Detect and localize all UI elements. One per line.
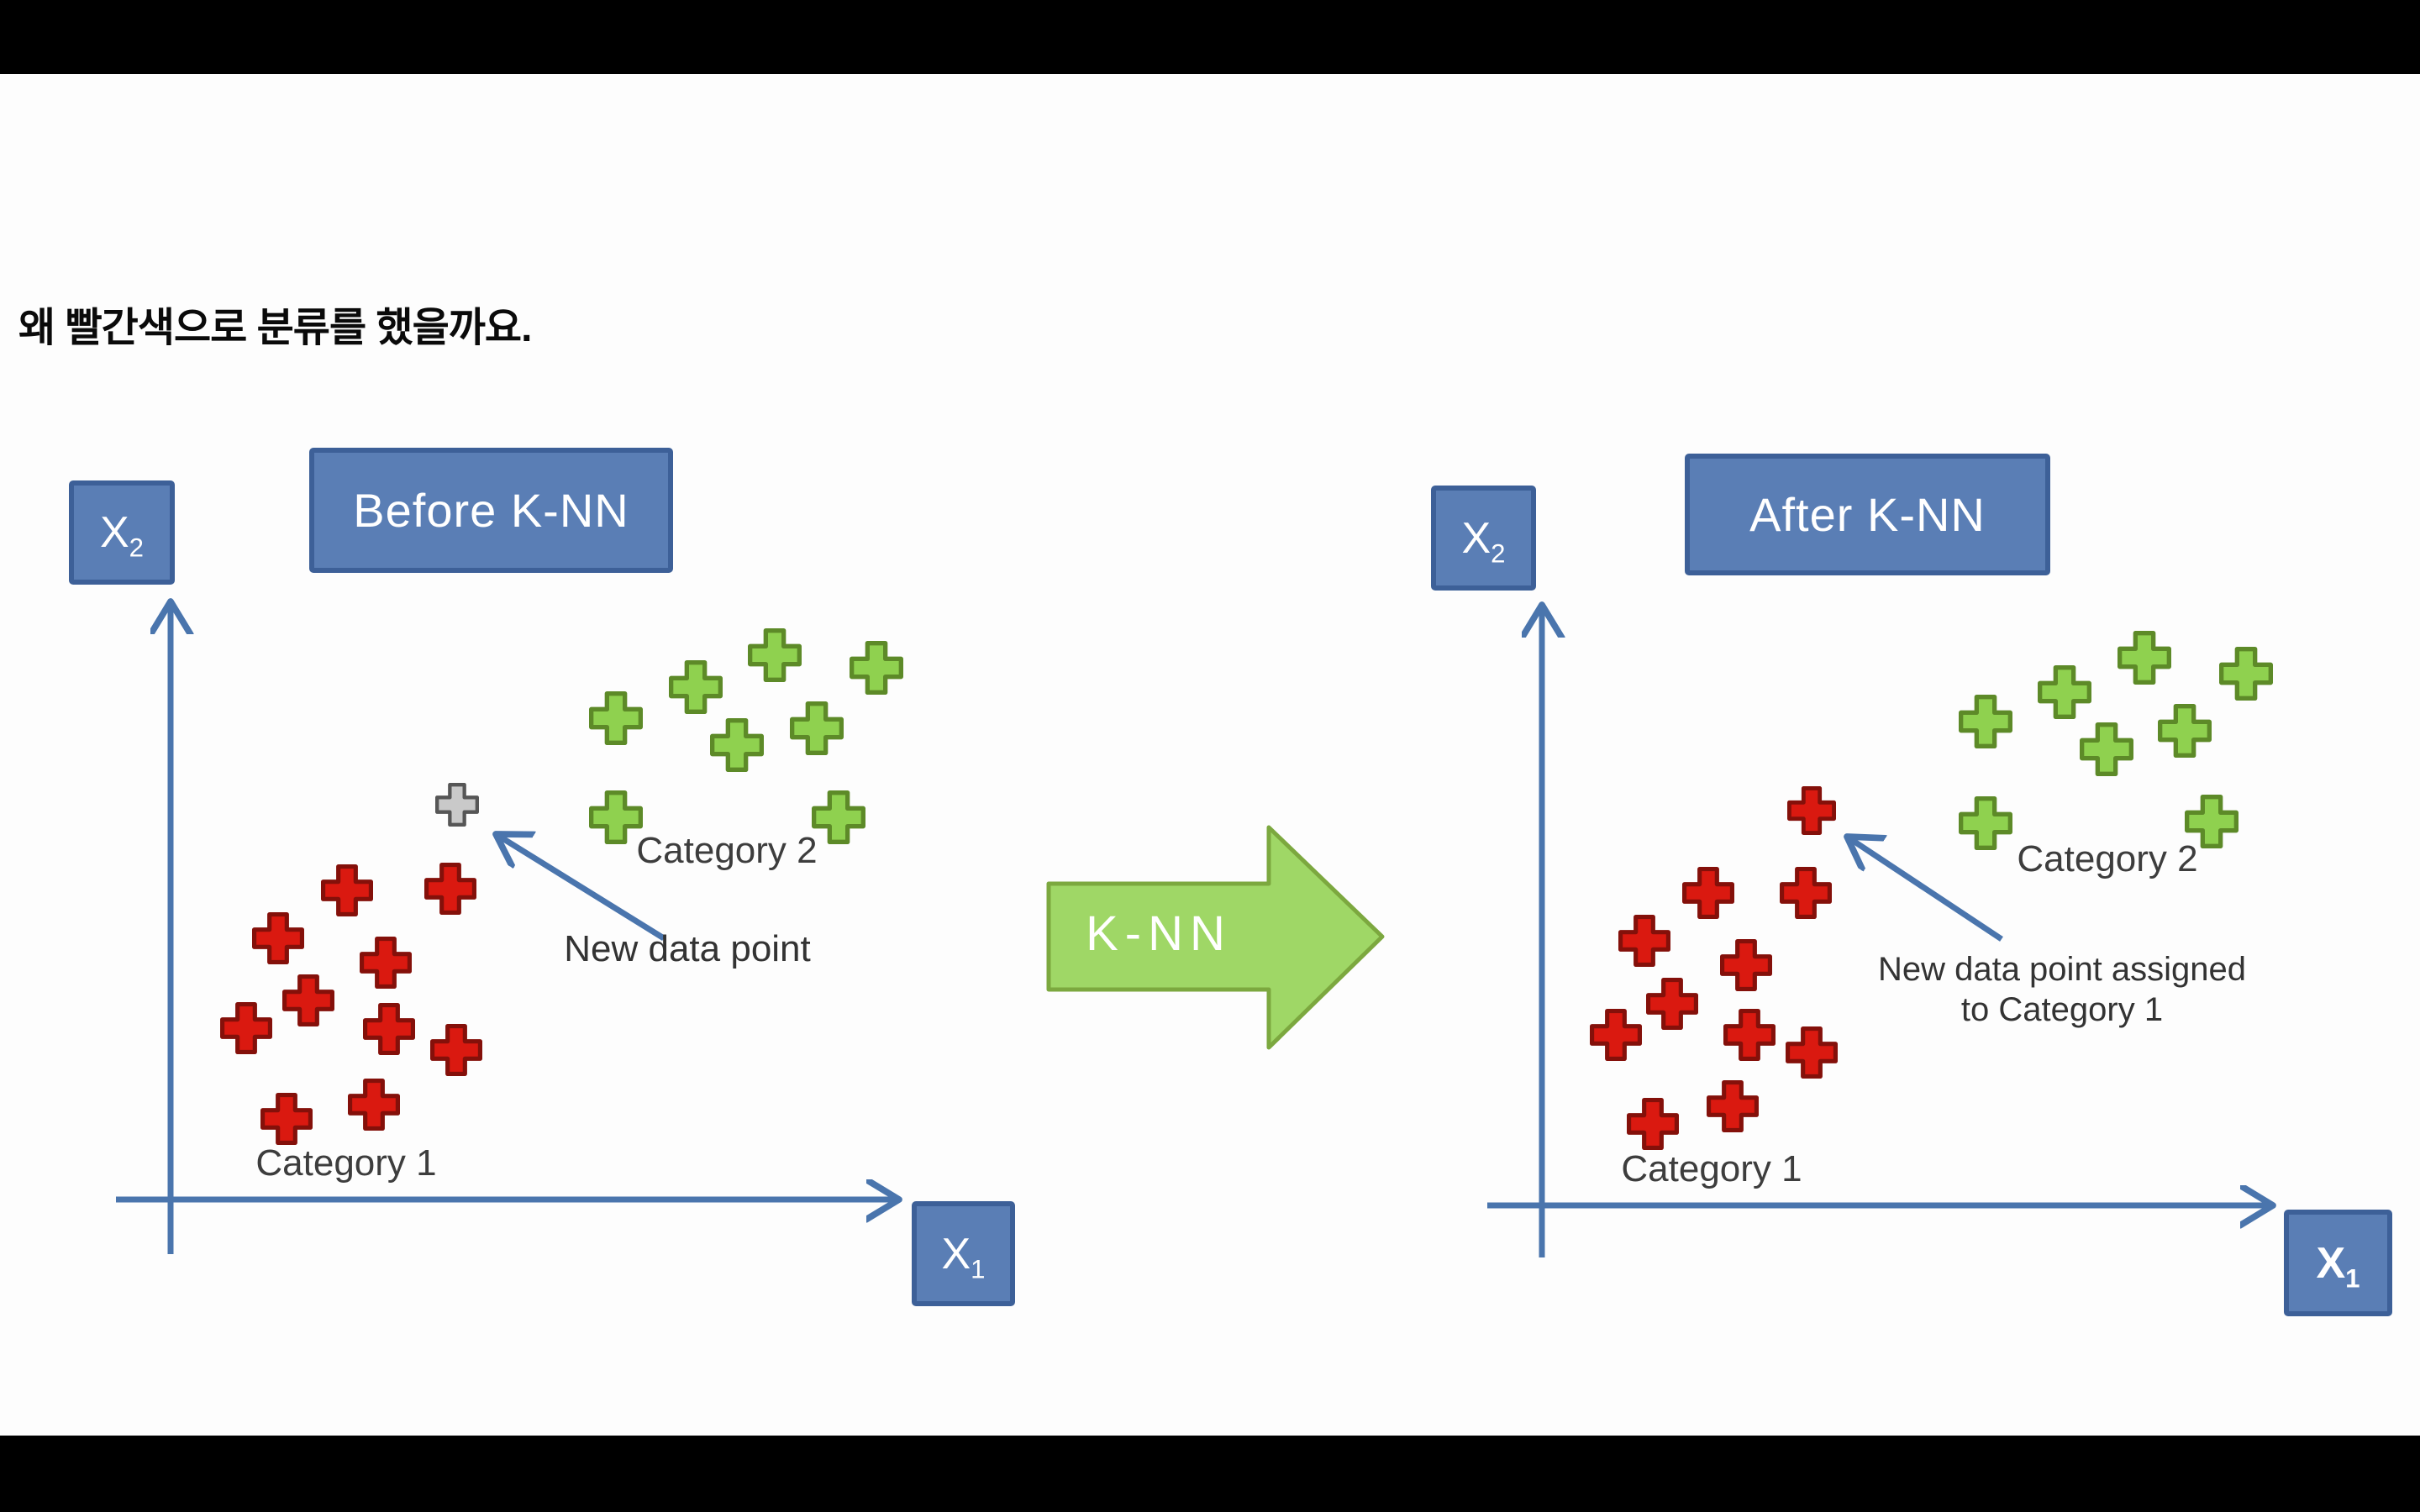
category2-point bbox=[812, 790, 865, 844]
category1-point bbox=[252, 912, 304, 964]
category1-point bbox=[1786, 1026, 1838, 1079]
after-x2-axis-box: X2 bbox=[1431, 486, 1536, 591]
x1-label: X1 bbox=[2316, 1238, 2360, 1293]
before-knn-header: Before K-NN bbox=[309, 448, 673, 573]
new-data-point bbox=[1787, 786, 1836, 835]
after-category1-label: Category 1 bbox=[1621, 1148, 1802, 1189]
before-annotation-arrow bbox=[496, 834, 666, 941]
category1-point bbox=[1780, 867, 1832, 919]
category1-point bbox=[1723, 1009, 1776, 1061]
category2-point bbox=[748, 628, 802, 682]
category1-point bbox=[424, 863, 476, 915]
category1-point bbox=[1618, 915, 1670, 967]
letterbox-top bbox=[0, 0, 2420, 74]
category1-point bbox=[1590, 1009, 1642, 1061]
category1-point bbox=[360, 937, 412, 989]
category2-point bbox=[2185, 795, 2238, 848]
category1-point bbox=[282, 974, 334, 1026]
before-category2-label: Category 2 bbox=[636, 830, 818, 871]
after-category2-label: Category 2 bbox=[2017, 838, 2198, 879]
category2-point bbox=[2158, 704, 2212, 758]
before-x1-axis-box: X1 bbox=[912, 1201, 1015, 1306]
category1-point bbox=[321, 864, 373, 916]
category2-point bbox=[2080, 722, 2133, 776]
category1-point bbox=[1646, 978, 1698, 1030]
category2-point bbox=[710, 718, 764, 772]
before-annotation-text: New data point bbox=[564, 928, 811, 969]
x2-label: X2 bbox=[1461, 513, 1506, 568]
new-data-point bbox=[435, 783, 479, 827]
knn-arrow-shape bbox=[1046, 825, 1385, 1050]
x1-label: X1 bbox=[941, 1229, 986, 1284]
slide-title: 왜 빨간색으로 분류를 했을까요. bbox=[18, 306, 532, 350]
after-annotation-arrow bbox=[1847, 837, 2003, 942]
category1-point bbox=[260, 1093, 313, 1145]
x2-label: X2 bbox=[99, 508, 145, 563]
after-x1-axis-box: X1 bbox=[2284, 1210, 2392, 1316]
category2-point bbox=[1959, 796, 2012, 850]
category2-point bbox=[790, 701, 844, 755]
category1-point bbox=[1720, 939, 1772, 991]
category1-point bbox=[1707, 1080, 1759, 1132]
knn-arrow-label: K-NN bbox=[1086, 906, 1232, 961]
category1-point bbox=[220, 1002, 272, 1054]
category2-point bbox=[2219, 647, 2273, 701]
category1-point bbox=[363, 1003, 415, 1055]
category2-point bbox=[669, 660, 723, 714]
after-knn-header: After K-NN bbox=[1685, 454, 2050, 575]
category1-point bbox=[348, 1079, 400, 1131]
category1-point bbox=[1627, 1098, 1679, 1150]
category2-point bbox=[850, 641, 903, 695]
letterbox-bottom bbox=[0, 1436, 2420, 1512]
after-annotation-text: New data point assigned to Category 1 bbox=[1877, 951, 2247, 1028]
category2-point bbox=[589, 790, 643, 844]
before-category1-label: Category 1 bbox=[255, 1142, 437, 1184]
category2-point bbox=[1959, 695, 2012, 748]
category2-point bbox=[2118, 631, 2171, 685]
category2-point bbox=[2038, 665, 2091, 719]
before-x2-axis-box: X2 bbox=[69, 480, 175, 585]
category1-point bbox=[1682, 867, 1734, 919]
category2-point bbox=[589, 691, 643, 745]
category1-point bbox=[430, 1024, 482, 1076]
